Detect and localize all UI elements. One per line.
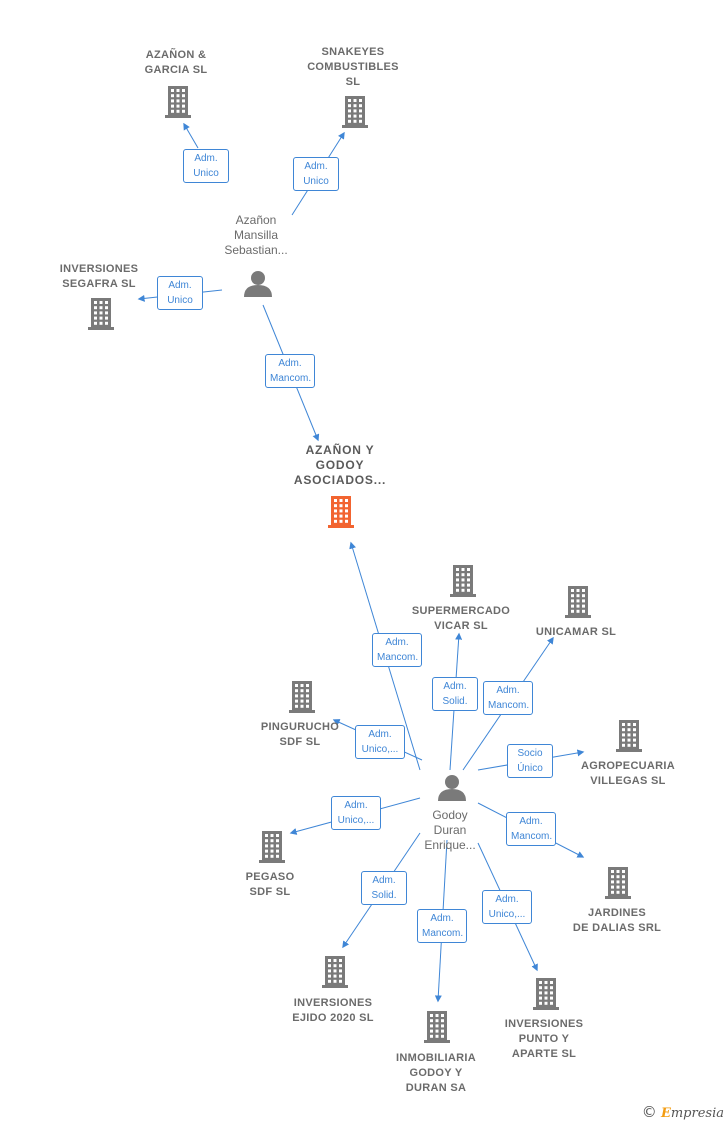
node-label-segafra[interactable]: INVERSIONES SEGAFRA SL [59, 263, 139, 290]
building-icon-snakeyes[interactable] [342, 96, 368, 128]
node-label-agropecuaria[interactable]: AGROPECUARIA VILLEGAS SL [580, 760, 676, 787]
edge-label-agropecuaria[interactable]: Socio Único [507, 744, 553, 778]
building-icon-unicamar[interactable] [565, 586, 591, 618]
node-label-punto-aparte[interactable]: INVERSIONES PUNTO Y APARTE SL [504, 1018, 584, 1060]
node-label-snakeyes[interactable]: SNAKEYES COMBUSTIBLES SL [307, 46, 399, 88]
empresia-logo: © Empresia [641, 1103, 724, 1121]
node-label-supermercado[interactable]: SUPERMERCADO VICAR SL [411, 605, 511, 632]
node-label-unicamar[interactable]: UNICAMAR SL [535, 626, 617, 638]
node-label-pegaso[interactable]: PEGASO SDF SL [245, 871, 295, 898]
edge-label-azanon-godoy[interactable]: Adm. Mancom. [372, 633, 422, 667]
edge-label-azanon-godoy[interactable]: Adm. Mancom. [265, 354, 315, 388]
edge-label-punto-aparte[interactable]: Adm. Unico,... [482, 890, 532, 924]
building-icon-punto-aparte[interactable] [533, 978, 559, 1010]
building-icon-pingurucho[interactable] [289, 681, 315, 713]
node-label-azanon-garcia[interactable]: AZAÑON & GARCIA SL [144, 49, 208, 76]
node-label-jardines[interactable]: JARDINES DE DALIAS SRL [572, 907, 662, 934]
edge-label-snakeyes[interactable]: Adm. Unico [293, 157, 339, 191]
edge-label-ejido[interactable]: Adm. Solid. [361, 871, 407, 905]
building-icon-azanon-garcia[interactable] [165, 86, 191, 118]
node-label-azanon-mansilla[interactable]: Azañon Mansilla Sebastian... [224, 213, 288, 257]
node-label-godoy-duran[interactable]: Godoy Duran Enrique... [424, 808, 476, 852]
edge-label-pingurucho[interactable]: Adm. Unico,... [355, 725, 405, 759]
building-icon-pegaso[interactable] [259, 831, 285, 863]
edge-label-pegaso[interactable]: Adm. Unico,... [331, 796, 381, 830]
edge-label-unicamar[interactable]: Adm. Mancom. [483, 681, 533, 715]
building-icon-jardines[interactable] [605, 867, 631, 899]
building-icon-agropecuaria[interactable] [616, 720, 642, 752]
edge-azanon-mansilla-to-azanon-garcia [183, 122, 199, 149]
building-icon-inmobiliaria[interactable] [424, 1011, 450, 1043]
edge-label-azanon-garcia[interactable]: Adm. Unico [183, 149, 229, 183]
person-icon-azanon-mansilla[interactable] [244, 271, 272, 297]
building-icon-supermercado[interactable] [450, 565, 476, 597]
edge-label-inmobiliaria[interactable]: Adm. Mancom. [417, 909, 467, 943]
building-icon-azanon-godoy[interactable] [328, 496, 354, 528]
node-label-ejido[interactable]: INVERSIONES EJIDO 2020 SL [292, 997, 374, 1024]
person-icon-godoy-duran[interactable] [438, 775, 466, 801]
edge-label-supermercado[interactable]: Adm. Solid. [432, 677, 478, 711]
edge-label-jardines[interactable]: Adm. Mancom. [506, 812, 556, 846]
node-label-azanon-godoy[interactable]: AZAÑON Y GODOY ASOCIADOS... [293, 443, 387, 487]
building-icon-ejido[interactable] [322, 956, 348, 988]
node-label-inmobiliaria[interactable]: INMOBILIARIA GODOY Y DURAN SA [396, 1052, 476, 1094]
node-label-pingurucho[interactable]: PINGURUCHO SDF SL [260, 721, 340, 748]
building-icon-segafra[interactable] [88, 298, 114, 330]
edge-label-segafra[interactable]: Adm. Unico [157, 276, 203, 310]
